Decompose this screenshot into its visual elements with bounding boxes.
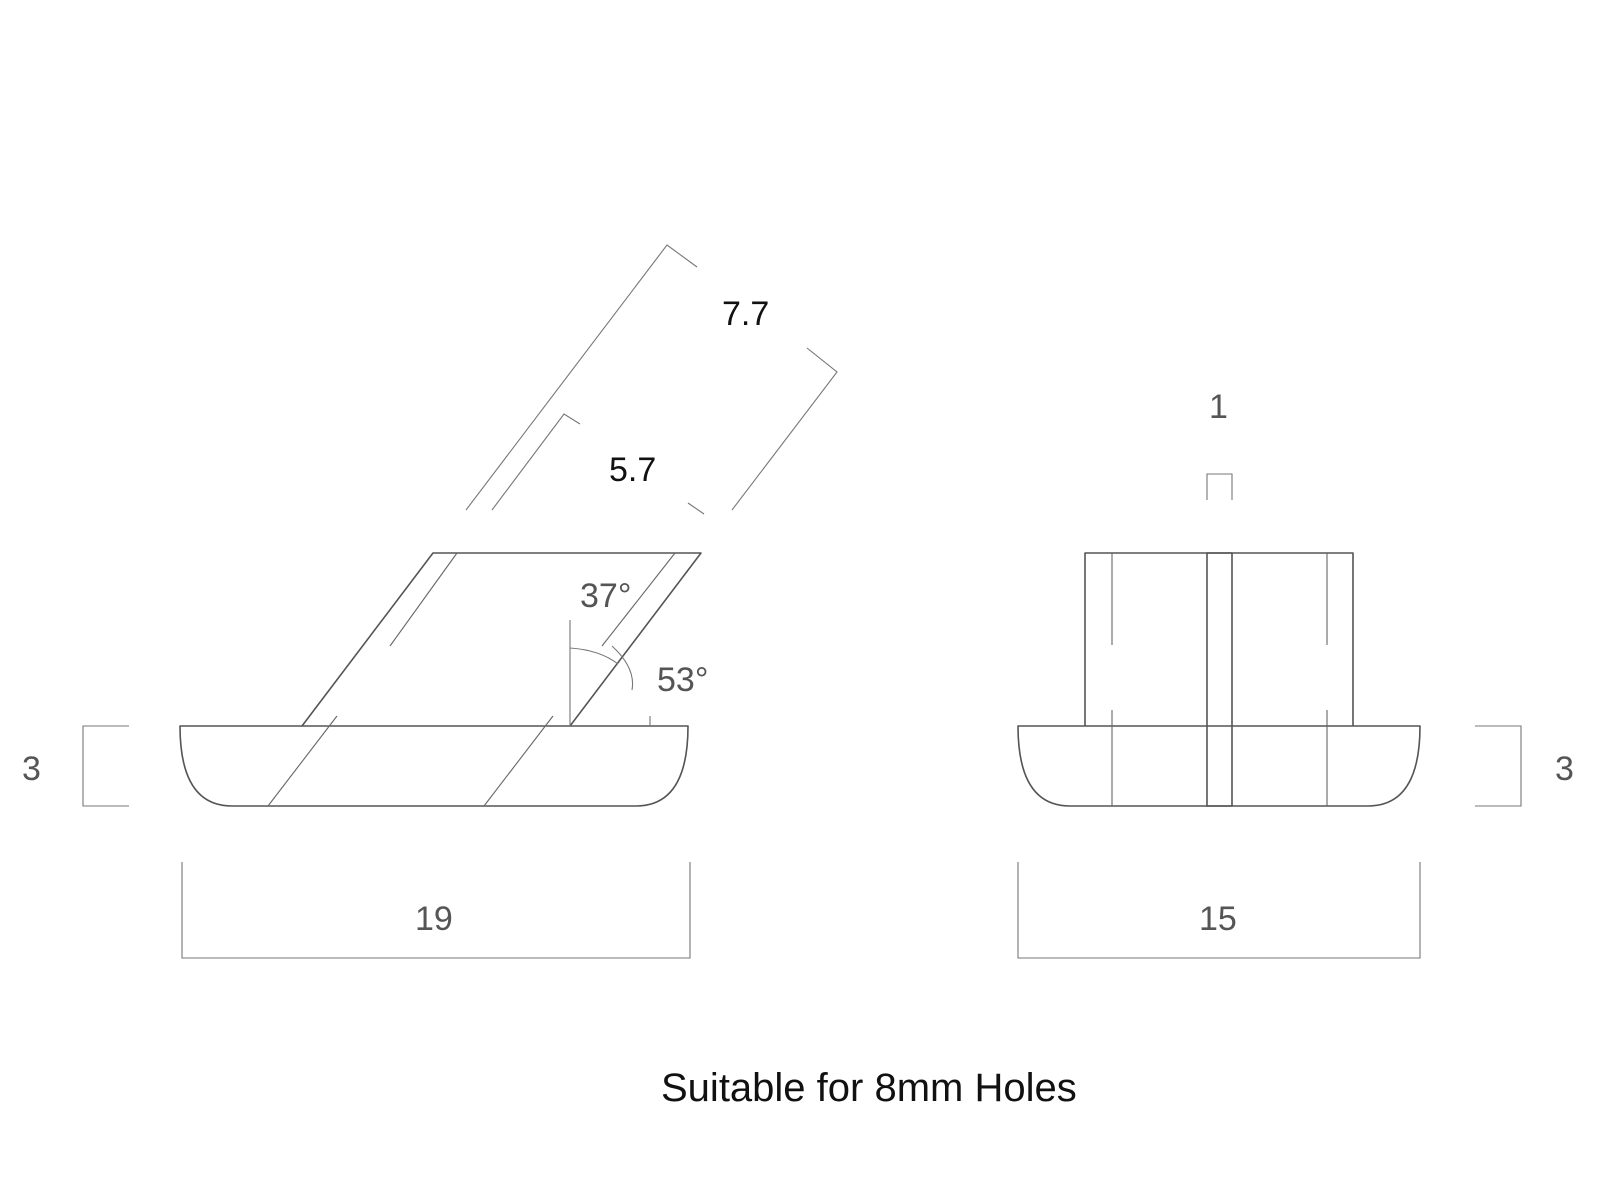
front-view: 1 3 15 [1017, 388, 1574, 959]
dimension-line-right-height [1475, 725, 1522, 807]
dimension-label-right-height: 3 [1555, 750, 1574, 788]
side-view: 7.7 5.7 37° 53° 3 19 [22, 244, 838, 959]
side-view-base [179, 725, 689, 807]
dimension-label-19: 19 [415, 900, 453, 938]
side-view-inner-edge-left [389, 552, 458, 647]
side-view-inner-edge-right [601, 552, 676, 647]
side-view-base-edge-right [483, 715, 554, 807]
dimension-label-7-7: 7.7 [722, 295, 769, 333]
side-view-base-edge-left [267, 715, 338, 807]
dimension-line-7-7 [465, 244, 838, 511]
dimension-line-left-height [82, 725, 129, 807]
dimension-label-15: 15 [1199, 900, 1237, 938]
angle-label-53: 53° [657, 661, 708, 699]
front-view-base [1017, 725, 1421, 807]
dimension-label-left-height: 3 [22, 750, 41, 788]
side-view-slanted-body [301, 552, 702, 727]
dimension-line-5-7 [491, 413, 705, 515]
dimension-label-5-7: 5.7 [609, 451, 656, 489]
angle-label-37: 37° [580, 577, 631, 615]
angle-arc-37 [569, 647, 619, 665]
dimension-line-15 [1017, 862, 1421, 959]
dimension-label-slot: 1 [1209, 388, 1228, 426]
caption: Suitable for 8mm Holes [661, 1066, 1077, 1110]
front-view-slot [1206, 552, 1233, 807]
dimension-line-slot [1206, 473, 1233, 500]
dimension-line-19 [181, 862, 691, 959]
angle-arc-53 [611, 645, 634, 691]
front-view-body [1084, 552, 1354, 726]
